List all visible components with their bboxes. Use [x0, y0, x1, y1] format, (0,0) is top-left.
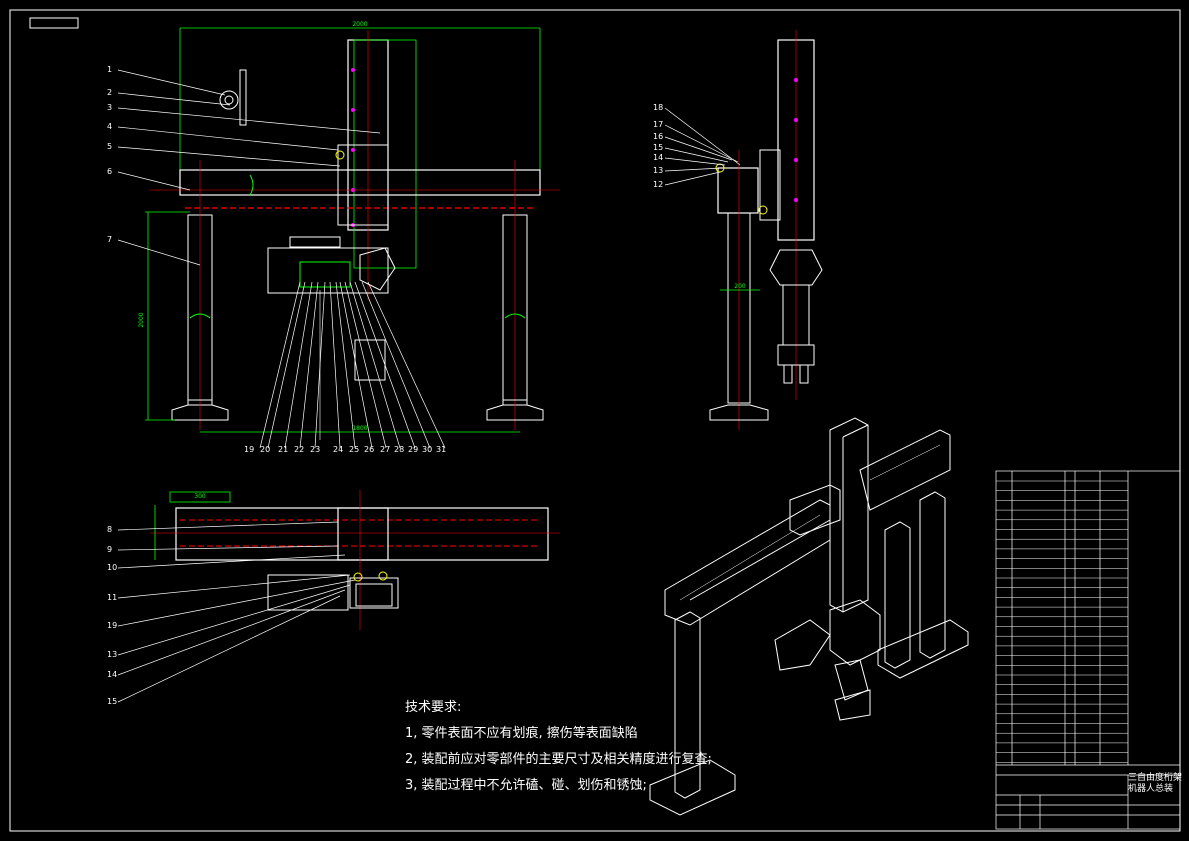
balloon-25: 25 [349, 445, 359, 454]
balloon-30: 30 [422, 445, 432, 454]
balloon-21: 21 [278, 445, 288, 454]
balloon-plan-15: 15 [107, 697, 117, 706]
balloon-28: 28 [394, 445, 404, 454]
balloon-24: 24 [333, 445, 343, 454]
balloon-13: 13 [653, 166, 663, 175]
sheet-corner-box [29, 17, 79, 29]
dim-top-300: 300 [194, 493, 206, 500]
balloon-18: 18 [653, 103, 663, 112]
balloon-10: 10 [107, 563, 117, 572]
side-view: 200 18 17 16 15 14 13 12 [653, 30, 823, 430]
balloon-14: 14 [653, 153, 663, 162]
balloon-26: 26 [364, 445, 374, 454]
balloon-plan-13: 13 [107, 650, 117, 659]
balloon-19: 19 [244, 445, 254, 454]
note-item-3: 3, 装配过程中不允许磕、碰、划伤和锈蚀; [405, 778, 647, 793]
balloon-6: 6 [107, 167, 112, 176]
dim-span: 1800 [352, 425, 367, 432]
balloon-5: 5 [107, 142, 112, 151]
note-item-1: 1, 零件表面不应有划痕, 擦伤等表面缺陷 [405, 726, 638, 741]
balloon-4: 4 [107, 122, 112, 131]
sheet-border [9, 9, 1181, 832]
note-item-2: 2, 装配前应对零部件的主要尺寸及相关精度进行复查; [405, 752, 712, 767]
balloon-plan-19: 19 [107, 621, 117, 630]
balloon-1: 1 [107, 65, 112, 74]
drawing-title: 三自由度桁架 机器人总装 [1128, 773, 1182, 795]
balloon-9: 9 [107, 545, 112, 554]
plan-view: 300 8 9 10 11 19 13 14 15 [107, 490, 560, 706]
balloon-plan-14: 14 [107, 670, 117, 679]
balloon-3: 3 [107, 103, 112, 112]
title-block-rows [996, 480, 1128, 763]
balloon-27: 27 [380, 445, 390, 454]
balloon-23: 23 [310, 445, 320, 454]
balloon-20: 20 [260, 445, 270, 454]
balloon-22: 22 [294, 445, 304, 454]
front-view: 2000 2000 1800 [107, 21, 560, 454]
dim-height: 2000 [138, 312, 145, 327]
balloon-31: 31 [436, 445, 446, 454]
balloon-8: 8 [107, 525, 112, 534]
balloon-17: 17 [653, 120, 663, 129]
technical-notes: 技术要求: 1, 零件表面不应有划痕, 擦伤等表面缺陷 2, 装配前应对零部件的… [405, 695, 712, 799]
notes-title: 技术要求: [405, 700, 462, 715]
dim-overall-width: 2000 [352, 21, 367, 28]
balloon-11: 11 [107, 593, 117, 602]
balloon-2: 2 [107, 88, 112, 97]
balloon-7: 7 [107, 235, 112, 244]
balloon-12: 12 [653, 180, 663, 189]
balloon-29: 29 [408, 445, 418, 454]
balloon-16: 16 [653, 132, 663, 141]
balloon-15: 15 [653, 143, 663, 152]
x-axis-beam [179, 169, 541, 196]
drawing-title-line-2: 机器人总装 [1128, 784, 1174, 794]
drawing-title-line-1: 三自由度桁架 [1128, 773, 1183, 783]
dim-col-200: 200 [734, 283, 746, 290]
isometric-view [649, 417, 969, 816]
